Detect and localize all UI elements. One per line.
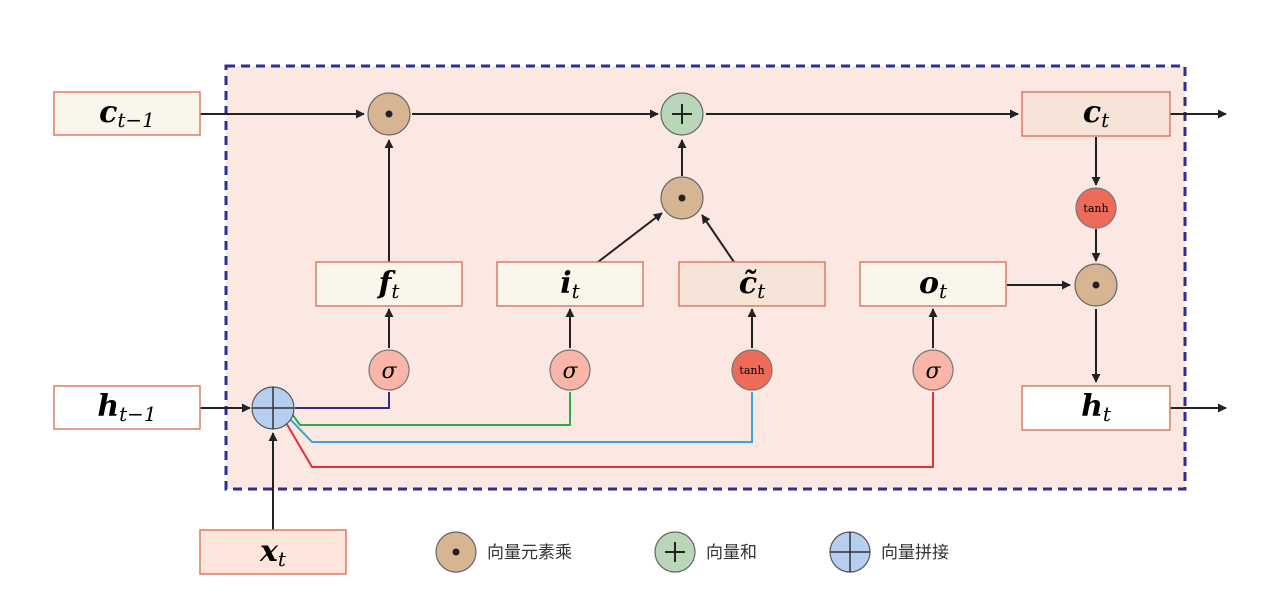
h-t-box: ht: [1021, 385, 1171, 431]
input-gate-main: i: [560, 266, 571, 301]
legend-hadamard-icon: [435, 531, 477, 573]
hadamard-forget-node: [367, 92, 411, 136]
svg-text:ct: ct: [1083, 95, 1110, 132]
o-gate-input-line: [284, 392, 934, 468]
x-t-box: xt: [199, 529, 347, 575]
c-prev-sub: t−1: [117, 108, 155, 132]
c-prev-main: c: [99, 95, 117, 130]
output-gate-box: ot: [859, 261, 1007, 307]
legend-concat-label: 向量拼接: [881, 543, 949, 563]
tanh-candidate-node: tanh: [731, 349, 773, 391]
h-prev-main: h: [97, 389, 119, 424]
tanh-output-node: tanh: [1075, 187, 1117, 229]
svg-text:ht−1: ht−1: [97, 389, 156, 426]
svg-text:it: it: [560, 266, 580, 303]
input-gate-sub: t: [572, 279, 581, 303]
cell-state-lines: [200, 109, 1227, 530]
concat-node: [251, 386, 295, 430]
c-t-box: ct: [1021, 91, 1171, 137]
svg-text:tanh: tanh: [739, 364, 764, 377]
svg-text:σ: σ: [562, 359, 578, 384]
hadamard-output-node: [1074, 263, 1118, 307]
h-prev-box: ht−1: [53, 385, 201, 430]
c-t-main: c: [1083, 95, 1101, 130]
x-t-sub: t: [278, 547, 287, 571]
svg-text:σ: σ: [381, 359, 397, 384]
svg-text:c̃t: c̃t: [739, 266, 766, 303]
candidate-main: c̃: [739, 266, 757, 301]
candidate-sub: t: [757, 279, 766, 303]
forget-gate-box: ft: [315, 261, 463, 307]
svg-text:ct−1: ct−1: [99, 95, 155, 132]
sigma-forget-node: σ: [368, 349, 410, 391]
output-gate-sub: t: [939, 279, 948, 303]
x-t-main: x: [259, 534, 279, 569]
c-tilde-input-line: [288, 392, 753, 443]
legend-add-icon: [654, 531, 696, 573]
sigma-input-node: σ: [549, 349, 591, 391]
sigma-output-node: σ: [912, 349, 954, 391]
f-gate-input-line: [295, 392, 390, 409]
legend-add-label: 向量和: [706, 543, 757, 563]
svg-text:tanh: tanh: [1083, 202, 1108, 215]
legend: 向量元素乘 向量和 向量拼接: [435, 531, 949, 573]
i-gate-input-line: [291, 392, 571, 426]
svg-text:ht: ht: [1081, 389, 1112, 426]
svg-text:ot: ot: [919, 266, 948, 303]
c-t-sub: t: [1101, 108, 1110, 132]
forget-gate-sub: t: [391, 279, 400, 303]
svg-text:xt: xt: [259, 534, 287, 571]
hadamard-input-node: [660, 176, 704, 220]
c-prev-box: ct−1: [53, 91, 201, 136]
add-node: [660, 92, 704, 136]
input-gate-box: it: [496, 261, 644, 307]
legend-concat-icon: [829, 531, 871, 573]
h-t-main: h: [1081, 389, 1103, 424]
h-t-sub: t: [1103, 402, 1112, 426]
output-gate-main: o: [919, 266, 939, 301]
h-prev-sub: t−1: [119, 402, 157, 426]
legend-hadamard-label: 向量元素乘: [487, 543, 572, 563]
candidate-box: c̃t: [678, 261, 826, 307]
svg-text:σ: σ: [925, 359, 941, 384]
